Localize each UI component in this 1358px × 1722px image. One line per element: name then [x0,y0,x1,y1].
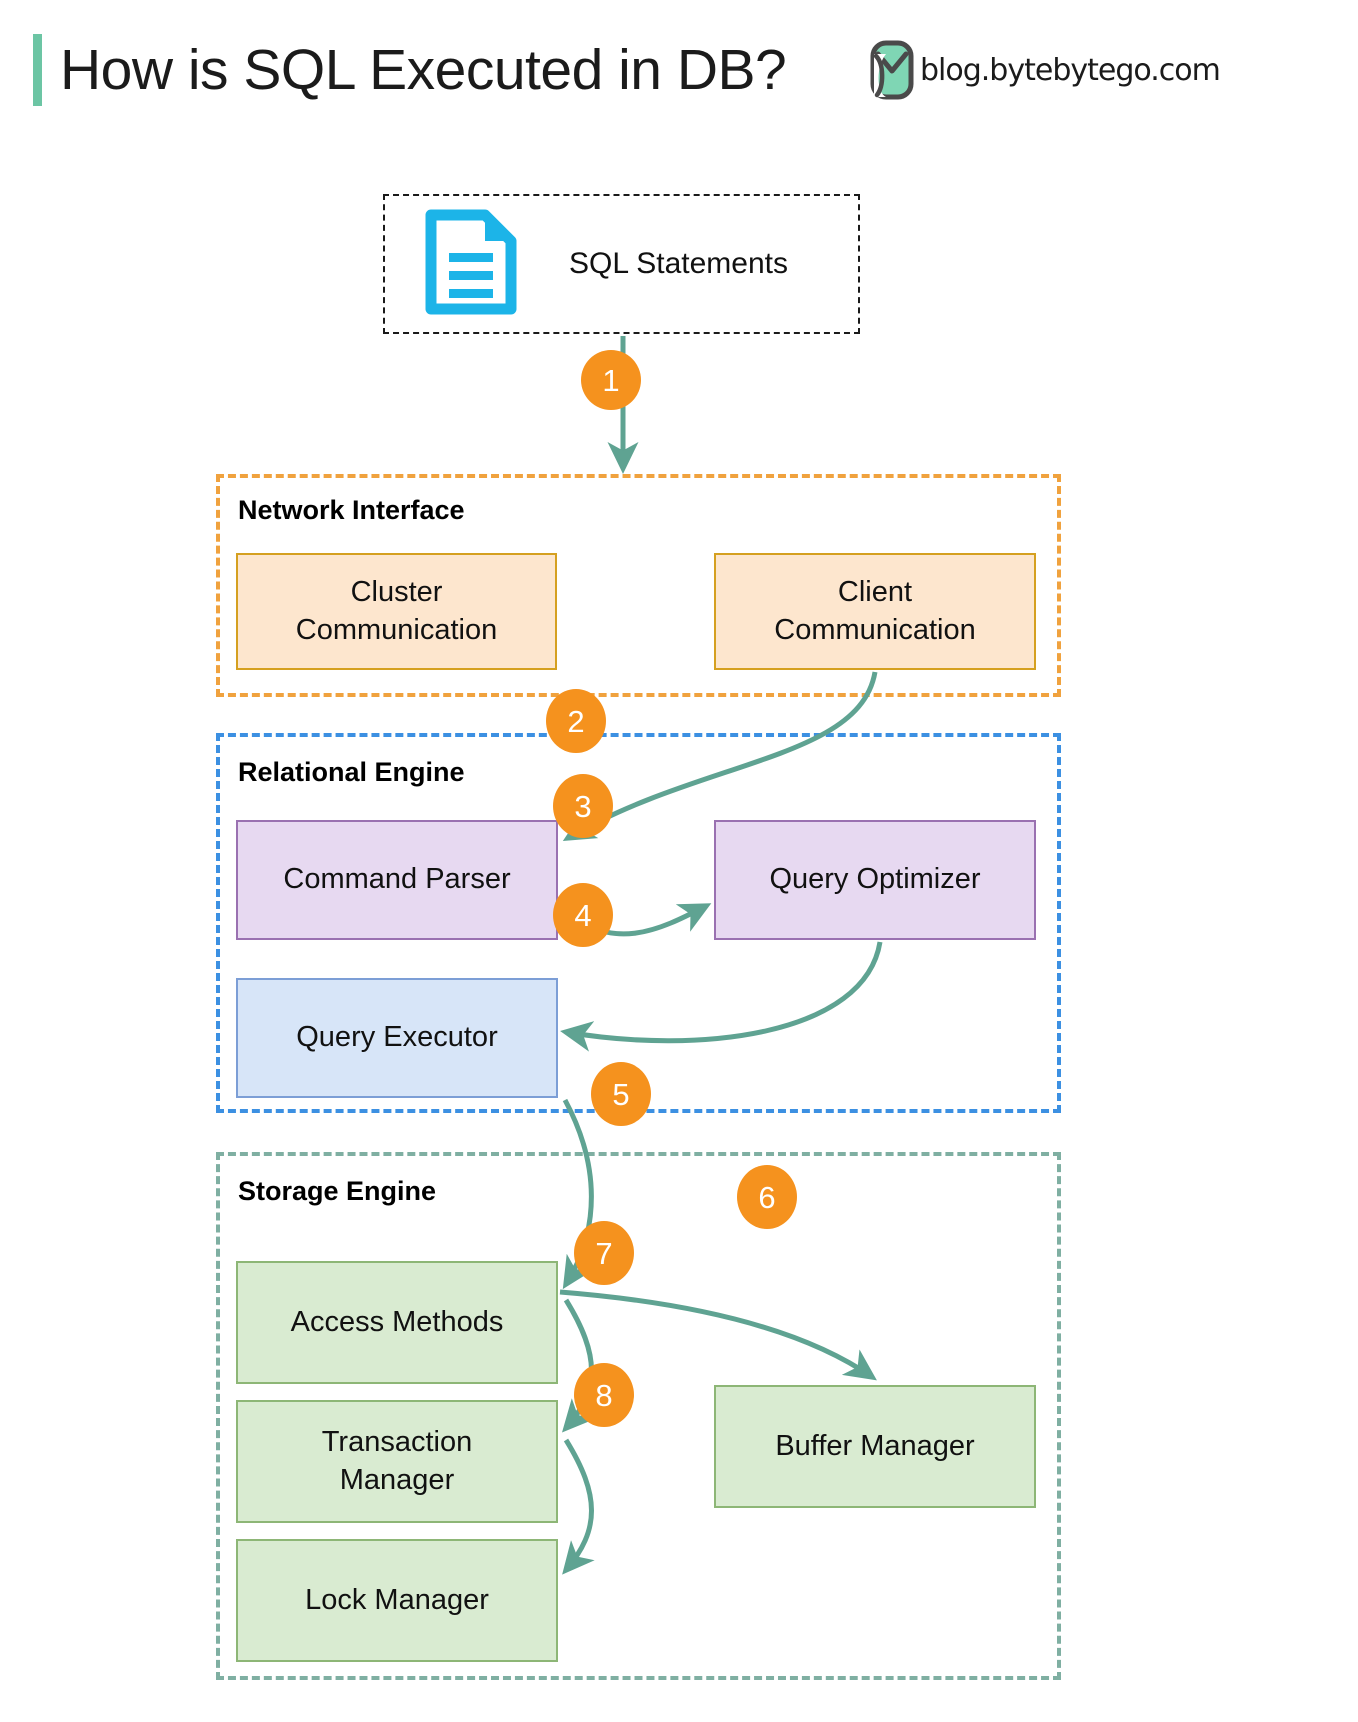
step-badge-7: 7 [574,1221,634,1285]
node-label-lock-manager: Lock Manager [305,1583,489,1616]
node-access-methods[interactable]: Access Methods [236,1261,558,1384]
document-icon [423,209,519,320]
step-badge-2: 2 [546,689,606,753]
title-accent-bar [33,34,42,106]
node-label-buffer-manager: Buffer Manager [775,1429,975,1462]
brand: blog.bytebytego.com [870,38,1221,102]
page-title: How is SQL Executed in DB? [60,38,787,102]
node-label-query-optimizer: Query Optimizer [769,863,981,896]
node-label-access-methods: Access Methods [290,1305,504,1338]
node-lock-manager[interactable]: Lock Manager [236,1539,558,1662]
group-storage-engine [216,1152,1061,1680]
sql-statements-box: SQL Statements [383,194,860,334]
step-badge-8: 8 [574,1363,634,1427]
step-badge-4: 4 [553,883,613,947]
sql-statements-label: SQL Statements [569,247,788,280]
node-query-optimizer[interactable]: Query Optimizer [714,820,1036,940]
step-badge-3: 3 [553,774,613,838]
step-badge-6: 6 [737,1165,797,1229]
node-label-query-executor: Query Executor [296,1021,498,1054]
brand-text: blog.bytebytego.com [920,52,1221,88]
node-label-cluster-communication: Cluster Communication [295,576,498,646]
node-label-transaction-manager: Transaction Manager [321,1426,473,1496]
node-transaction-manager[interactable]: Transaction Manager [236,1400,558,1523]
node-cluster-communication[interactable]: Cluster Communication [236,553,557,670]
group-label-storage-engine: Storage Engine [238,1176,437,1206]
node-label-client-communication: Client Communication [774,576,976,646]
step-badge-1: 1 [581,350,641,410]
node-query-executor[interactable]: Query Executor [236,978,558,1098]
node-buffer-manager[interactable]: Buffer Manager [714,1385,1036,1508]
step-badge-5: 5 [591,1062,651,1126]
node-label-command-parser: Command Parser [283,863,511,896]
group-label-relational-engine: Relational Engine [238,757,465,787]
bytebytego-logo-icon [870,40,914,100]
node-client-communication[interactable]: Client Communication [714,553,1036,670]
group-label-network-interface: Network Interface [238,495,465,525]
node-command-parser[interactable]: Command Parser [236,820,558,940]
